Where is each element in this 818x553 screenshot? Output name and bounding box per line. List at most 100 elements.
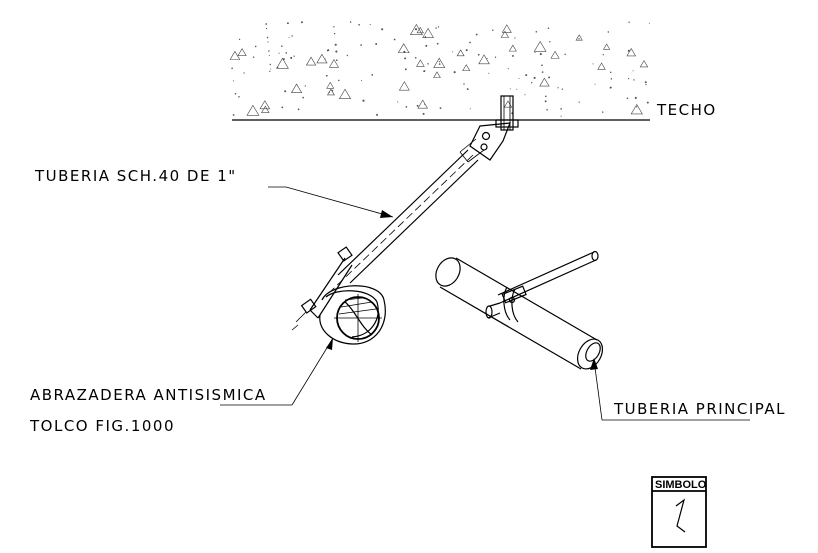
aggregate-dot [286,22,289,25]
aggregate-dot [560,115,562,117]
aggregate-triangle [398,81,410,91]
aggregate-dot [564,53,566,56]
aggregate-triangle [433,57,446,68]
aggregate-triangle [630,103,643,115]
aggregate-dot [270,68,272,70]
aggregate-dot [548,76,551,79]
aggregate-dot [602,54,604,56]
aggregate-dot [397,101,399,103]
aggregate-dot [335,59,338,62]
aggregate-dot [422,112,425,115]
aggregate-triangle [503,100,513,108]
aggregate-dot [632,70,634,72]
aggregate-dot [516,88,518,90]
aggregate-dot [238,95,240,98]
aggregate-dot [362,99,365,102]
aggregate-triangle [508,44,517,52]
aggregate-dot [594,83,596,85]
aggregate-dot [610,78,613,80]
aggregate-triangle [639,60,649,68]
aggregate-triangle [417,99,429,109]
aggregate-dot [414,28,418,31]
aggregate-dot [276,66,279,69]
aggregate-dot [338,79,340,82]
aggregate-dot [404,68,407,71]
aggregate-dot [268,50,270,52]
aggregate-dot [437,26,440,28]
aggregate-dot [425,44,428,47]
aggregate-dot [628,78,630,80]
aggregate-dot [290,56,293,59]
aggregate-triangle [259,100,271,110]
symbol-box: SIMBOLO [651,476,707,548]
aggregate-dot [333,26,335,28]
aggregate-dot [546,109,548,111]
aggregate-dot [557,87,559,89]
aggregate-dot [465,49,468,52]
aggregate-triangle [409,23,423,35]
aggregate-triangle [290,83,303,94]
aggregate-dot [609,86,612,89]
ceiling-bracket [459,122,511,163]
aggregate-dot [360,79,363,82]
aggregate-dot [335,50,338,53]
aggregate-dot [265,27,268,30]
aggregate-triangle [603,43,611,50]
aggregate-triangle [276,57,289,69]
aggregate-triangle [397,43,410,54]
anchor-bolt [495,95,519,131]
aggregate-dot [509,88,511,90]
aggregate-dot [423,70,426,73]
aggregate-triangle [539,77,550,87]
aggregate-triangle [456,49,465,57]
ceiling-label: TECHO [656,101,717,119]
aggregate-dot [514,37,516,39]
aggregate-dot [544,100,547,103]
aggregate-dot [375,43,378,45]
aggregate-dot [424,36,427,38]
aggregate-dot [539,53,542,56]
aggregate-dot [427,63,429,65]
aggregate-dot [281,45,283,47]
clamp-leader [220,337,334,406]
aggregate-dot [267,41,269,43]
aggregate-dot [334,43,337,46]
aggregate-dot [636,106,638,108]
aggregate-dot [436,42,439,45]
aggregate-dot [231,67,233,70]
aggregate-triangle [433,71,441,78]
aggregate-dot [507,68,509,70]
aggregate-dot [607,31,610,33]
aggregate-dot [626,97,629,99]
aggregate-dot [438,63,441,65]
aggregate-dot [560,108,562,110]
aggregate-triangle [575,34,583,41]
aggregate-triangle [478,54,490,65]
aggregate-triangle [416,26,424,34]
aggregate-dot [511,54,514,57]
aggregate-dot [282,58,285,61]
aggregate-dot [533,76,536,79]
aggregate-dot [265,23,268,25]
aggregate-dot [349,21,352,23]
aggregate-dot [346,54,349,57]
aggregate-dot [423,103,426,105]
aggregate-dot [525,74,528,77]
aggregate-triangle [229,50,241,60]
aggregate-dot [269,70,271,73]
aggregate-dot [304,85,306,87]
aggregate-dot [278,52,280,54]
aggregate-triangle [328,58,340,68]
aggregate-dot [475,33,478,36]
aggregate-dot [416,104,419,107]
brace-pipe [329,149,479,293]
aggregate-dot [488,72,490,74]
aggregate-dot [381,28,384,31]
aggregate-dot [232,80,235,82]
aggregate-triangle [327,88,335,96]
aggregate-dot [291,35,293,37]
aggregate-triangle [500,30,510,38]
clamp-label-line2: TOLCO FIG.1000 [29,417,175,435]
aggregate-dot [633,79,635,81]
aggregate-triangle [533,40,547,52]
